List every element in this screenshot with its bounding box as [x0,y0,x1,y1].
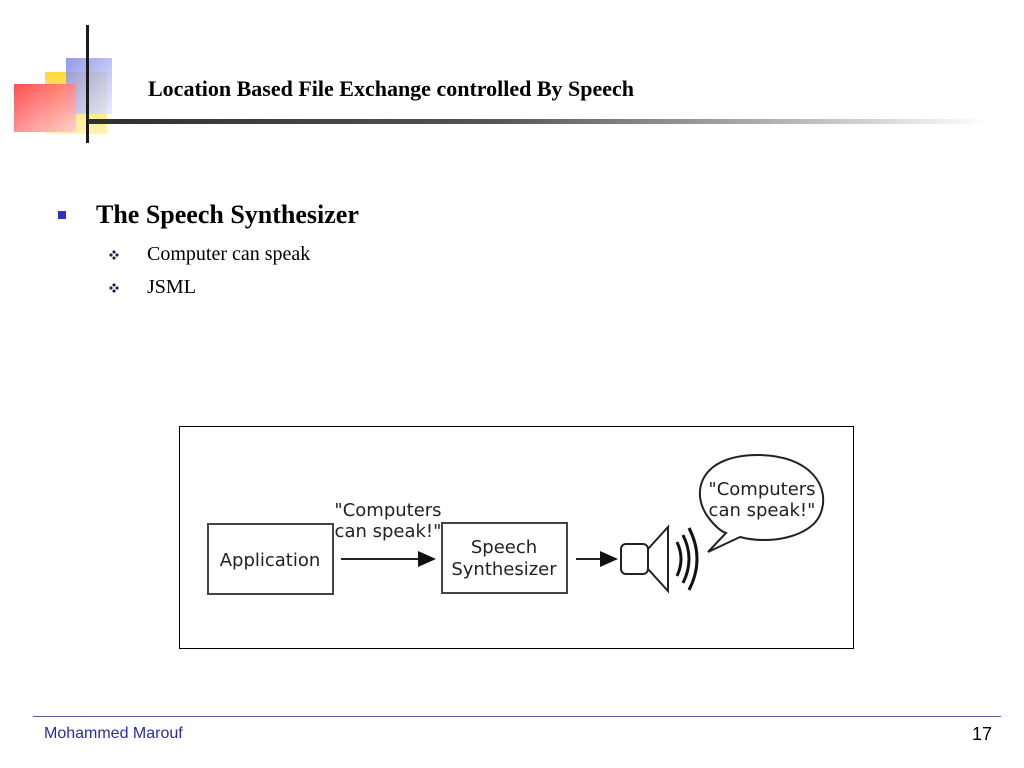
bubble-text-line2: can speak!" [709,500,816,521]
subbullet-text: Computer can speak [147,243,311,265]
application-box [207,523,334,595]
application-label: Application [220,550,321,571]
footer-author: Mohammed Marouf [44,725,183,742]
subbullet-item: Computer can speak [108,243,310,266]
subbullet-item: JSML [108,276,196,299]
footer-divider [33,716,1001,717]
message-text-line1: "Computers [334,500,441,521]
title-underline [88,119,988,124]
synthesizer-box [441,522,568,594]
arrow-head-icon [600,551,618,567]
speech-bubble [699,453,825,553]
message-text-line2: can speak!" [335,521,442,542]
bubble-text-line1: "Computers [708,479,815,500]
square-bullet-icon [58,211,66,219]
corner-decoration [14,25,112,143]
diamond-bullet-icon [109,282,119,293]
page-number: 17 [971,724,992,744]
subbullet-text: JSML [147,276,196,298]
speech-synthesizer-diagram: Application "Computers can speak!" Speec… [179,426,854,649]
synthesizer-label-line1: Speech [471,537,537,558]
bullet-text: The Speech Synthesizer [96,200,359,229]
speaker-icon [620,524,699,594]
synthesizer-label-line2: Synthesizer [451,559,557,580]
arrow-head-icon [418,551,436,567]
diamond-bullet-icon [109,249,119,260]
slide-title: Location Based File Exchange controlled … [148,76,635,101]
bullet-item: The Speech Synthesizer [58,200,359,230]
